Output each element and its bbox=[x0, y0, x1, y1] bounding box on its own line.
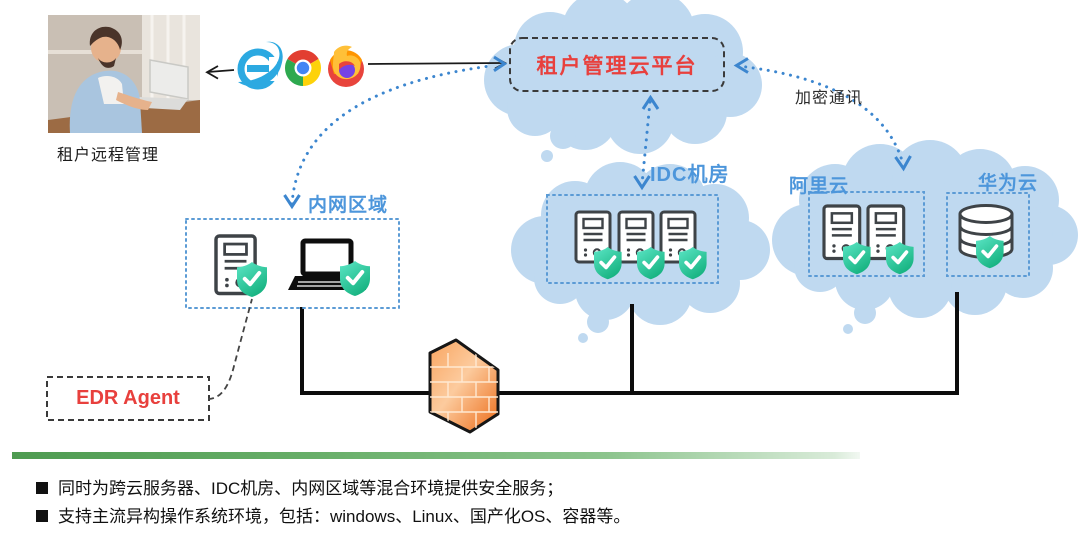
browser-platform-arrow bbox=[367, 56, 507, 70]
edr-agent-connector bbox=[207, 298, 253, 400]
note-text: 支持主流异构操作系统环境，包括：windows、Linux、国产化OS、容器等。 bbox=[58, 507, 631, 526]
network-bus-lines bbox=[300, 292, 959, 395]
cloud-tail bbox=[854, 302, 876, 324]
platform-cloud bbox=[484, 0, 762, 162]
aliyun-zone-box bbox=[808, 191, 925, 277]
firewall-icon bbox=[428, 338, 500, 434]
platform-publiccloud-link bbox=[733, 57, 912, 172]
note-text: 同时为跨云服务器、IDC机房、内网区域等混合环境提供安全服务； bbox=[58, 479, 564, 498]
note-item: 同时为跨云服务器、IDC机房、内网区域等混合环境提供安全服务； bbox=[36, 478, 1056, 500]
intranet-zone-box bbox=[185, 218, 400, 309]
zone-label-aliyun: 阿里云 bbox=[789, 176, 850, 197]
user-caption: 租户远程管理 bbox=[57, 147, 160, 164]
cloud-tail bbox=[578, 333, 588, 343]
edr-agent-label: EDR Agent bbox=[76, 387, 180, 409]
notes-list: 同时为跨云服务器、IDC机房、内网区域等混合环境提供安全服务； 支持主流异构操作… bbox=[36, 478, 1056, 534]
firefox-icon bbox=[328, 45, 364, 87]
cloud-tail bbox=[843, 324, 853, 334]
idc-zone-box bbox=[546, 194, 719, 284]
platform-idc-link bbox=[633, 94, 660, 191]
platform-dashed-box bbox=[509, 37, 725, 92]
platform-title: 租户管理云平台 bbox=[536, 54, 698, 78]
square-bullet-icon bbox=[36, 482, 48, 494]
chrome-icon bbox=[284, 49, 322, 87]
encrypted-link-label: 加密通讯 bbox=[795, 90, 864, 107]
zone-label-intranet: 内网区域 bbox=[308, 195, 389, 216]
platform-intranet-link bbox=[283, 55, 508, 210]
internet-explorer-icon bbox=[237, 41, 283, 90]
green-divider bbox=[12, 452, 860, 459]
note-item: 支持主流异构操作系统环境，包括：windows、Linux、国产化OS、容器等。 bbox=[36, 506, 1056, 528]
huawei-zone-box bbox=[946, 192, 1030, 277]
cloud-tail bbox=[541, 150, 553, 162]
zone-label-idc: IDC机房 bbox=[650, 164, 730, 186]
square-bullet-icon bbox=[36, 510, 48, 522]
protection-shield-icon bbox=[338, 259, 372, 298]
zone-label-huawei: 华为云 bbox=[978, 173, 1039, 194]
firewall-bricks bbox=[430, 353, 498, 428]
cloud-tail bbox=[550, 123, 576, 149]
user-photo bbox=[48, 15, 200, 133]
cloud-tail bbox=[587, 311, 609, 333]
user-browser-arrow bbox=[205, 65, 235, 80]
